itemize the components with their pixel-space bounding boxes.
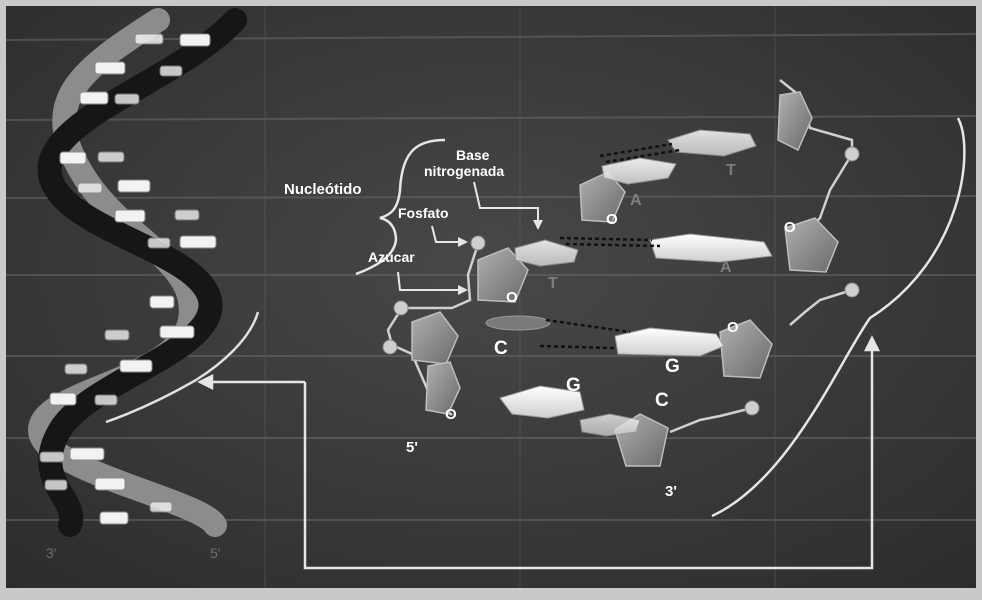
- hydrogen-bonds: [539, 142, 681, 350]
- helix-strand-light: [27, 8, 227, 537]
- label-phosphate: Fosfato: [398, 205, 449, 221]
- base-plate-c-left: [485, 315, 551, 331]
- label-base-line2: nitrogenada: [424, 163, 504, 179]
- base-label-t-top: T: [726, 162, 736, 179]
- helix-3prime-label: 3': [46, 545, 56, 561]
- label-sugar: Azúcar: [368, 249, 415, 265]
- helix-section-bracket: [105, 311, 260, 424]
- base-plate-a-top: [601, 157, 677, 185]
- helix-base-pair: [147, 237, 171, 249]
- helix-base-pair: [149, 501, 173, 513]
- helix-base-pair: [77, 182, 103, 194]
- pointer-sugar-head: [458, 285, 468, 295]
- phosphate-ball: [844, 282, 860, 298]
- five-prime-label: 5': [406, 439, 418, 456]
- helix-base-pairs: [39, 33, 217, 525]
- helix-base-pair: [159, 325, 195, 339]
- sugar-ring: [719, 319, 773, 379]
- helix-base-pair: [117, 179, 151, 193]
- helix-base-pair: [114, 93, 140, 105]
- pointer-sugar: [397, 271, 462, 291]
- ring-oxygen: O: [606, 211, 618, 228]
- base-label-c-bottom: C: [655, 390, 669, 411]
- helix-base-pair: [134, 33, 164, 45]
- helix-strand-dark: [37, 8, 247, 537]
- base-plate-g-mid: [614, 327, 725, 357]
- helix-base-pair: [44, 479, 68, 491]
- phosphate-ball: [470, 235, 486, 251]
- base-plate-t-top: [667, 129, 757, 157]
- helix-base-pair: [64, 363, 88, 375]
- helix-base-pair: [94, 394, 118, 406]
- helix-base-pair: [59, 151, 87, 165]
- helix-base-pair: [119, 359, 153, 373]
- pointer-phosphate-head: [458, 237, 468, 247]
- helix-base-pair: [114, 209, 146, 223]
- helix-base-pair: [79, 91, 109, 105]
- sugar-ring: [425, 361, 461, 415]
- helix-5prime-label: 5': [210, 545, 220, 561]
- pointer-phosphate: [431, 225, 462, 243]
- double-helix: 3' 5': [27, 8, 260, 561]
- helix-base-pair: [149, 295, 175, 309]
- base-label-a-mid: A: [720, 259, 732, 276]
- base-label-g-bottom: G: [566, 375, 581, 396]
- base-label-g-mid: G: [665, 356, 680, 377]
- sugar-ring: [411, 311, 459, 365]
- helix-base-pair: [159, 65, 183, 77]
- base-label-a-top: A: [630, 192, 642, 209]
- structure-bracket: [711, 117, 966, 518]
- helix-base-pair: [39, 451, 65, 463]
- phosphate-ball: [844, 146, 860, 162]
- helix-base-pair: [94, 61, 126, 75]
- nucleotide-callouts: Nucleótido Base nitrogenada Fosfato Azúc…: [284, 138, 543, 295]
- phosphate-ball: [744, 400, 760, 416]
- label-nucleotide: Nucleótido: [284, 181, 362, 198]
- base-plate-t-mid: [514, 239, 579, 267]
- ring-oxygens: O O O O O: [445, 211, 796, 423]
- base-label-t-mid: T: [548, 275, 558, 292]
- phosphate-ball: [393, 300, 409, 316]
- sugar-ring: [777, 91, 813, 152]
- backbone-lines: [386, 79, 854, 434]
- base-labels: C G G C T A A T: [494, 162, 736, 411]
- helix-base-pair: [174, 209, 200, 221]
- helix-base-pair: [97, 151, 125, 163]
- strand-structure: O O O O O C G: [382, 79, 860, 500]
- ring-oxygen: O: [727, 319, 739, 336]
- phosphate-groups: [382, 146, 860, 416]
- nucleotide-brace: [355, 138, 446, 276]
- helix-base-pair: [69, 447, 105, 461]
- three-prime-label: 3': [665, 483, 677, 500]
- zoom-connector: [197, 117, 966, 570]
- pointer-base: [473, 181, 539, 224]
- sugar-ring: [784, 217, 839, 273]
- pointer-base-head: [533, 220, 543, 230]
- ring-oxygen: O: [784, 219, 796, 236]
- nitrogen-bases: [485, 129, 773, 437]
- phosphate-ball: [382, 339, 398, 355]
- helix-base-pair: [179, 33, 211, 47]
- helix-base-pair: [94, 477, 126, 491]
- sugar-rings: [411, 91, 839, 467]
- helix-base-pair: [179, 235, 217, 249]
- base-plate-c-bottom: [579, 413, 641, 437]
- label-base-line1: Base: [456, 147, 490, 163]
- base-plate-a-mid: [649, 233, 773, 263]
- helix-base-pair: [49, 392, 77, 406]
- base-label-c-left: C: [494, 338, 508, 359]
- ring-oxygen: O: [445, 406, 457, 423]
- ring-oxygen: O: [506, 289, 518, 306]
- sugar-ring: [477, 247, 529, 303]
- helix-base-pair: [104, 329, 130, 341]
- base-plate-g-bottom: [499, 385, 585, 419]
- helix-base-pair: [99, 511, 129, 525]
